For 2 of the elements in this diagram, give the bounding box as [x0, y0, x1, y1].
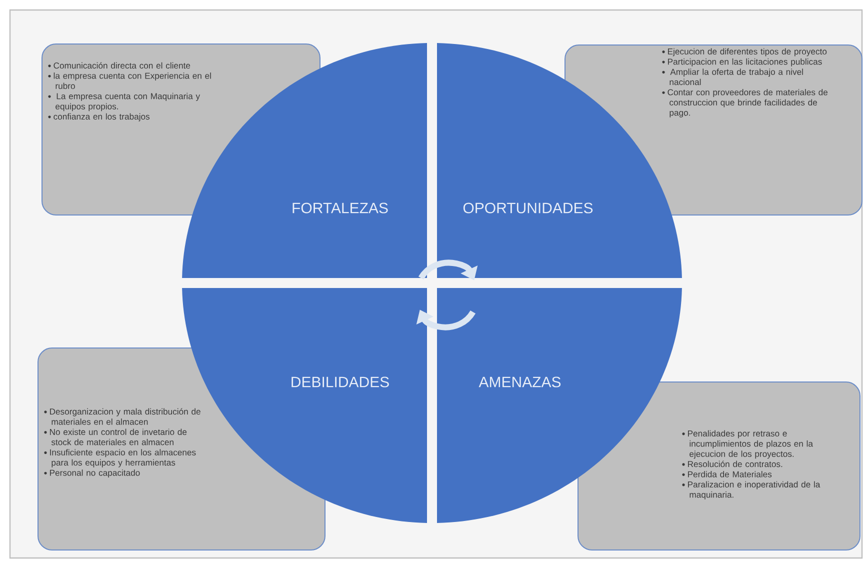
bullet-list-box: Penalidades por retraso e incumplimientos de plazos en la ejecucion de los proyectos. Resolución de contratos. Perdida de Materiales Paralizacion e inoperatividad de la maquinaria.: [578, 382, 860, 550]
quadrant-sector: AMENAZAS: [437, 288, 682, 523]
